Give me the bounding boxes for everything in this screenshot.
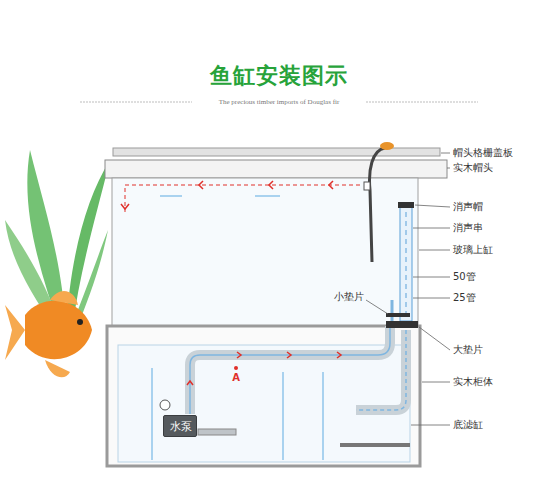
goldfish — [5, 291, 92, 377]
part-label: 玻璃上缸 — [453, 244, 493, 256]
flow-arrows — [187, 352, 341, 385]
small-gasket — [386, 313, 410, 317]
part-label: 实木帽头 — [453, 162, 493, 174]
node-text: 水泵 — [170, 420, 190, 433]
part-label: 实木柜体 — [453, 376, 493, 388]
part-label: 消声帽 — [453, 201, 483, 213]
rule — [80, 102, 192, 103]
point-a — [234, 366, 238, 370]
wood-cabinet — [107, 326, 420, 466]
sump-partitions — [152, 368, 323, 460]
drain-flow — [356, 330, 406, 410]
overflow-flow — [406, 212, 407, 318]
part-label: 25管 — [453, 292, 476, 304]
pump-box: 水泵 — [163, 415, 197, 437]
hose-outlet — [364, 182, 370, 190]
big-gasket — [386, 321, 418, 328]
part-label: 消声串 — [453, 222, 483, 234]
point-label: A — [232, 372, 240, 384]
drain-pipe — [356, 330, 406, 410]
sump-tank — [118, 345, 410, 462]
part-label: 大垫片 — [453, 344, 483, 356]
part-label: 小垫片 — [334, 291, 364, 303]
page-title: 鱼缸安装图示 — [210, 63, 348, 89]
filter-media — [340, 443, 410, 447]
silencer-cap — [398, 202, 414, 208]
water-marks — [160, 195, 280, 197]
return-pipe-core — [190, 326, 390, 414]
wood-cap — [105, 160, 447, 178]
return-pipe — [190, 326, 390, 414]
hose — [370, 148, 385, 262]
part-label: 帽头格栅盖板 — [453, 147, 513, 159]
part-label: 底滤缸 — [453, 419, 483, 431]
leader-lines — [366, 153, 450, 425]
rule — [366, 102, 478, 103]
subtitle: The precious timber imports of Douglas f… — [219, 98, 340, 106]
hose-clip — [380, 142, 394, 150]
pump-outlet — [198, 429, 236, 435]
overflow-pipe — [400, 207, 412, 321]
surface-arrows — [121, 181, 333, 209]
gauge — [160, 400, 170, 410]
part-label: 50管 — [453, 271, 476, 283]
surface-flow — [125, 185, 360, 212]
